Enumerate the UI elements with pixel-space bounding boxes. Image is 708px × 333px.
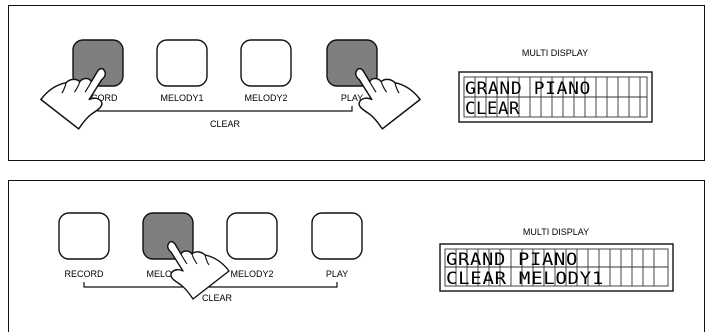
display-title: MULTI DISPLAY [523, 227, 589, 237]
clear-label: CLEAR [210, 119, 241, 129]
lcd-line-2: CLEAR [465, 99, 520, 118]
panel-2-drawing: RECORD MELODY1 MELODY2 PLAY CLEAR MULTI … [9, 181, 706, 333]
play-key[interactable] [327, 40, 377, 86]
record-key-label: RECORD [64, 269, 104, 279]
melody1-key[interactable] [157, 40, 207, 86]
melody2-key[interactable] [241, 40, 291, 86]
lcd-line-1: GRAND PIANO [465, 79, 591, 98]
melody2-key-label: MELODY2 [230, 269, 273, 279]
record-key[interactable] [59, 213, 109, 259]
melody1-key-label: MELODY1 [160, 93, 203, 103]
clear-label: CLEAR [202, 293, 233, 303]
pointing-hand-icon [356, 69, 420, 129]
display-title: MULTI DISPLAY [522, 48, 588, 58]
lcd-line-2: CLEAR MELODY1 [446, 269, 604, 288]
panel-step-1: RECORD MELODY1 MELODY2 PLAY CLEAR MULTI … [8, 5, 705, 161]
melody2-key[interactable] [227, 213, 277, 259]
pointing-hand-icon [168, 242, 229, 299]
lcd-line-1: GRAND PIANO [446, 250, 578, 269]
panel-1-drawing: RECORD MELODY1 MELODY2 PLAY CLEAR MULTI … [9, 6, 706, 162]
clear-bracket [98, 106, 352, 111]
play-key-label: PLAY [326, 269, 348, 279]
melody2-key-label: MELODY2 [244, 93, 287, 103]
play-key[interactable] [312, 213, 362, 259]
panel-step-2: RECORD MELODY1 MELODY2 PLAY CLEAR MULTI … [8, 180, 705, 332]
